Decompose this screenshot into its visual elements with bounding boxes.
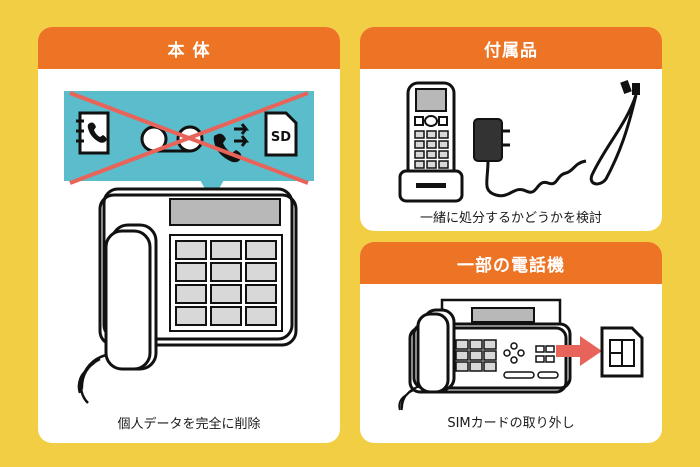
cross-out-icon: [69, 91, 309, 185]
main-unit-panel: 本 体 SD: [38, 27, 340, 443]
sim-card-icon: [600, 326, 644, 378]
ac-adapter-icon: [473, 118, 587, 198]
main-unit-title: 本 体: [38, 27, 340, 69]
desk-phone-icon: [77, 187, 298, 404]
address-book-icon: [76, 111, 110, 155]
accessories-caption: 一緒に処分するかどうかを検討: [419, 211, 602, 226]
sd-card-label: SD: [271, 130, 291, 145]
some-phones-panel: 一部の電話機: [360, 242, 662, 443]
fax-phone-icon: [398, 298, 572, 411]
some-phones-caption: SIMカードの取り外し: [447, 416, 575, 431]
arrow-right-icon: [556, 336, 602, 366]
some-phones-title: 一部の電話機: [360, 242, 662, 284]
main-unit-caption: 個人データを完全に削除: [117, 417, 261, 432]
cordless-handset-icon: [398, 81, 464, 203]
sd-card-icon: [264, 111, 298, 157]
phone-cord-icon: [589, 79, 640, 186]
accessories-title: 付属品: [360, 27, 662, 69]
data-bar: SD: [64, 91, 314, 201]
accessories-panel: 付属品 一緒に処分するかどうかを検討: [360, 27, 662, 231]
